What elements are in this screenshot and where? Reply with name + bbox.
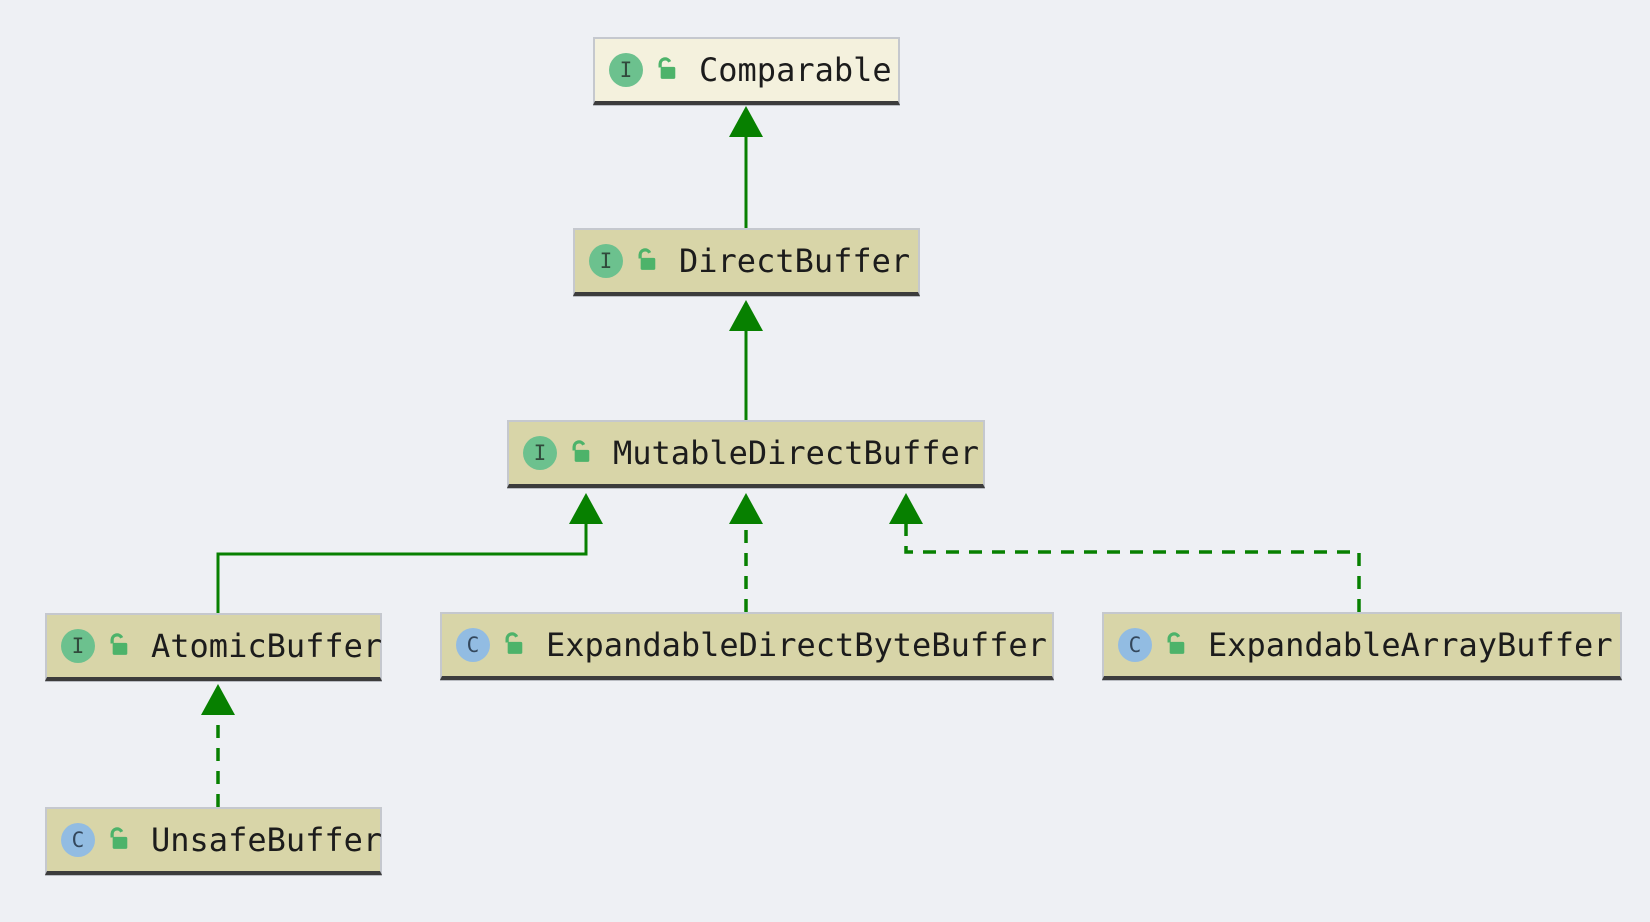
unlocked-icon xyxy=(632,246,658,276)
unlocked-icon xyxy=(104,825,130,855)
edge-expandablearraybuffer-implements-mutabledirectbuffer xyxy=(889,493,1361,612)
node-label: DirectBuffer xyxy=(679,242,911,280)
node-label: MutableDirectBuffer xyxy=(613,434,980,472)
edge-mutabledirectbuffer-extends-directbuffer xyxy=(729,300,763,420)
class-node-directbuffer[interactable]: I DirectBuffer xyxy=(573,228,920,296)
unlocked-icon xyxy=(104,631,130,661)
node-label: ExpandableDirectByteBuffer xyxy=(546,626,1047,664)
unlocked-icon xyxy=(1161,630,1187,660)
unlocked-icon xyxy=(652,55,678,85)
node-label: ExpandableArrayBuffer xyxy=(1208,626,1613,664)
class-icon: C xyxy=(456,628,490,662)
interface-icon: I xyxy=(61,629,95,663)
edge-directbuffer-extends-comparable xyxy=(729,106,763,228)
interface-icon: I xyxy=(609,53,643,87)
interface-icon: I xyxy=(589,244,623,278)
edge-expandabledirectbytebuffer-implements-mutabledirectbuffer xyxy=(729,493,763,612)
class-icon: C xyxy=(1118,628,1152,662)
edge-atomicbuffer-extends-mutabledirectbuffer xyxy=(216,493,603,613)
class-node-expandabledirectbytebuffer[interactable]: C ExpandableDirectByteBuffer xyxy=(440,612,1054,680)
class-node-atomicbuffer[interactable]: I AtomicBuffer xyxy=(45,613,382,681)
class-node-expandablearraybuffer[interactable]: C ExpandableArrayBuffer xyxy=(1102,612,1622,680)
node-label: Comparable xyxy=(699,51,892,89)
node-label: AtomicBuffer xyxy=(151,627,383,665)
class-icon: C xyxy=(61,823,95,857)
unlocked-icon xyxy=(566,438,592,468)
interface-icon: I xyxy=(523,436,557,470)
node-label: UnsafeBuffer xyxy=(151,821,383,859)
class-node-unsafebuffer[interactable]: C UnsafeBuffer xyxy=(45,807,382,875)
edge-unsafebuffer-implements-atomicbuffer xyxy=(201,684,235,807)
class-node-comparable[interactable]: I Comparable xyxy=(593,37,900,105)
class-node-mutabledirectbuffer[interactable]: I MutableDirectBuffer xyxy=(507,420,985,488)
unlocked-icon xyxy=(499,630,525,660)
